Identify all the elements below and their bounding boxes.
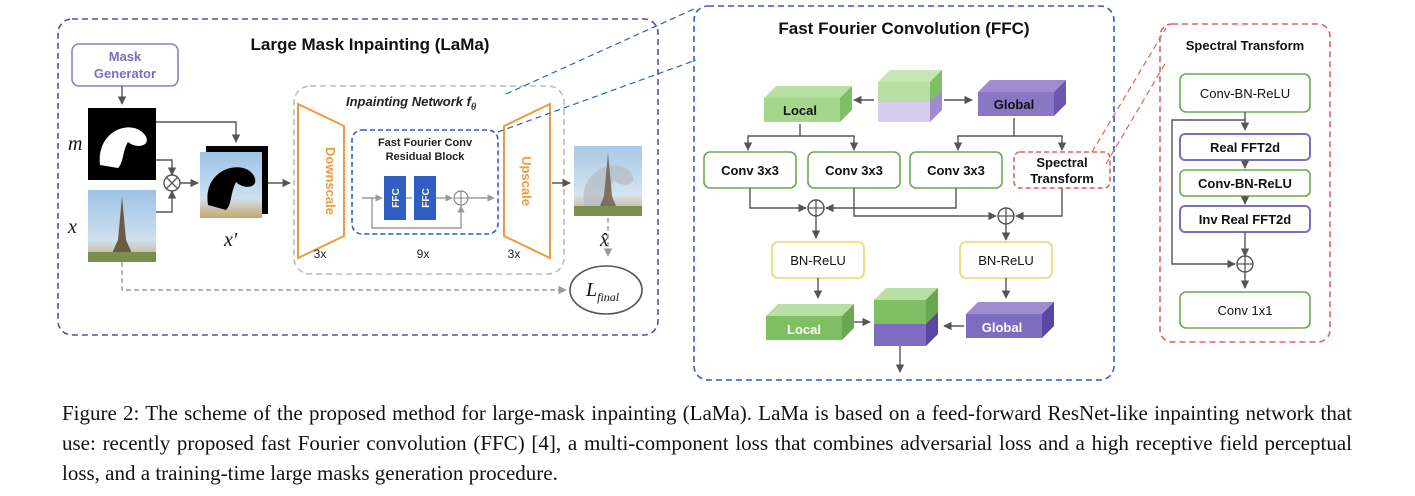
input-feature-cube — [878, 70, 942, 122]
bnrelu-right-label: BN-ReLU — [978, 253, 1034, 268]
bnrelu-left-label: BN-ReLU — [790, 253, 846, 268]
loss-node — [569, 265, 643, 315]
figure-caption: Figure 2: The scheme of the proposed met… — [62, 401, 1352, 485]
spectral-step-2-label: Real FFT2d — [1210, 140, 1280, 155]
ffc-layer-2 — [414, 176, 436, 220]
ffc-residual-block — [351, 129, 499, 235]
spectral-step-1-label: Conv-BN-ReLU — [1200, 86, 1290, 101]
spectral-panel: Spectral Transform Conv-BN-ReLU Real FFT… — [1159, 23, 1331, 343]
count-down: 3x — [314, 247, 327, 261]
arrow-m-xprime — [156, 121, 241, 143]
ffc-block-label-2: Residual Block — [386, 151, 466, 163]
mask-generator-label-1: Mask — [109, 49, 142, 64]
lama-diagram: Large Mask Inpainting (LaMa) Mask Genera… — [57, 5, 1331, 381]
lama-panel: Large Mask Inpainting (LaMa) Mask Genera… — [57, 18, 659, 336]
conv-a-label: Conv 3x3 — [721, 163, 779, 178]
ffc-block-label-1: Fast Fourier Conv — [378, 137, 473, 149]
conv-c-label: Conv 3x3 — [927, 163, 985, 178]
spectral-final-label: Conv 1x1 — [1218, 303, 1273, 318]
downscale-block — [297, 102, 345, 260]
spectral-panel-border — [1159, 23, 1331, 343]
global-cube — [978, 80, 1066, 116]
masked-image — [200, 146, 268, 218]
spectral-panel-title: Spectral Transform — [1186, 38, 1305, 53]
local-out-label: Local — [787, 322, 821, 337]
local-out-cube — [766, 304, 854, 340]
count-mid: 9x — [417, 247, 430, 261]
arrow-x-loss — [121, 262, 567, 295]
lama-panel-title: Large Mask Inpainting (LaMa) — [251, 35, 490, 54]
var-xhat: x̂ — [599, 229, 609, 251]
mask-generator-box — [71, 43, 179, 87]
mask-generator-label-2: Generator — [94, 66, 156, 81]
count-up: 3x — [508, 247, 521, 261]
spectral-final-conv — [1179, 291, 1311, 329]
output-image — [574, 146, 642, 216]
ffc-panel-title: Fast Fourier Convolution (FFC) — [778, 19, 1029, 38]
spectral-label-1: Spectral — [1036, 155, 1087, 170]
lama-panel-border — [57, 18, 659, 336]
ffc-layer-2-label: FFC — [421, 188, 432, 207]
output-feature-cube — [874, 288, 938, 346]
local-label: Local — [783, 103, 817, 118]
spectral-step-4-label: Inv Real FFT2d — [1199, 212, 1292, 227]
global-out-cube — [966, 302, 1054, 338]
arrow-m-mult — [156, 159, 177, 176]
upscale-label: Upscale — [519, 156, 534, 206]
global-label: Global — [994, 97, 1034, 112]
loss-label: Lfinal — [585, 279, 620, 304]
var-xprime: x′ — [223, 229, 238, 251]
global-out-label: Global — [982, 320, 1022, 335]
mask-image — [88, 108, 156, 180]
downscale-label: Downscale — [323, 147, 338, 215]
spectral-label-2: Transform — [1030, 171, 1094, 186]
input-image — [88, 190, 156, 262]
ffc-layer-1-label: FFC — [391, 188, 402, 207]
inpainting-network-title: Inpainting Network fθ — [346, 94, 477, 113]
ffc-layer-1 — [384, 176, 406, 220]
spectral-step-3-label: Conv-BN-ReLU — [1198, 176, 1292, 191]
ffc-panel: Fast Fourier Convolution (FFC) Local Glo… — [693, 5, 1115, 381]
var-m: m — [68, 133, 82, 155]
conv-b-label: Conv 3x3 — [825, 163, 883, 178]
local-cube — [764, 86, 852, 122]
upscale-block — [503, 102, 551, 260]
ffc-panel-border — [693, 5, 1115, 381]
var-x: x — [67, 216, 77, 238]
arrow-x-mult — [156, 190, 177, 213]
